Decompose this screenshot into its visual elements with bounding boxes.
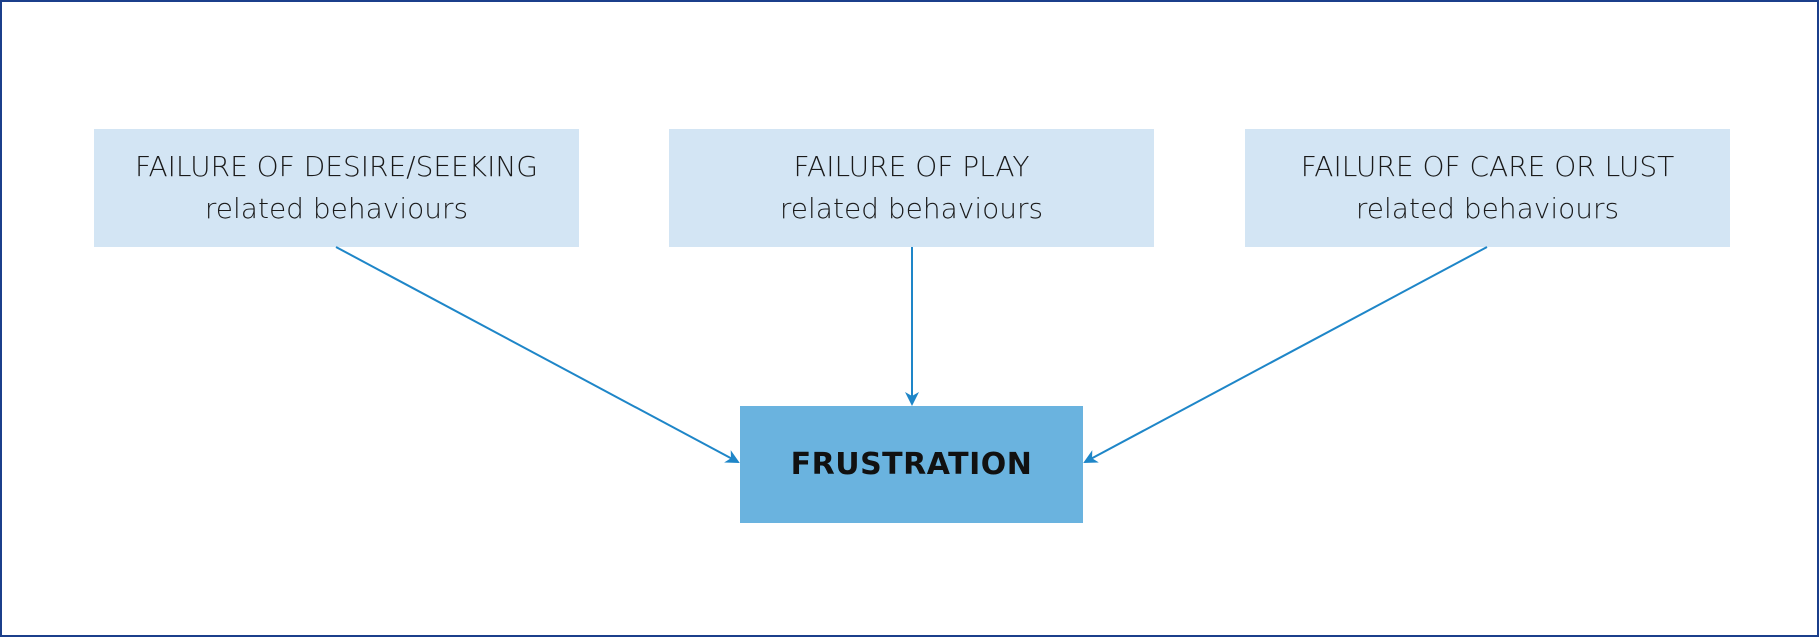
play-subtitle: related behaviours <box>779 192 1044 225</box>
care-lust-subtitle: related behaviours <box>1355 192 1620 225</box>
frustration-box: FRUSTRATION <box>740 406 1083 523</box>
desire-seeking-box: FAILURE OF DESIRE/SEEKING related behavi… <box>94 129 579 247</box>
care-lust-box: FAILURE OF CARE OR LUST related behaviou… <box>1245 129 1730 247</box>
play-title: FAILURE OF PLAY <box>793 150 1030 183</box>
arrow-care-to-frustration <box>1083 246 1488 463</box>
play-box: FAILURE OF PLAY related behaviours <box>669 129 1154 247</box>
desire-seeking-title: FAILURE OF DESIRE/SEEKING <box>134 150 539 183</box>
frustration-label: FRUSTRATION <box>790 447 1033 482</box>
arrow-desire-to-frustration <box>335 246 740 463</box>
desire-seeking-subtitle: related behaviours <box>204 192 469 225</box>
care-lust-title: FAILURE OF CARE OR LUST <box>1300 150 1675 183</box>
